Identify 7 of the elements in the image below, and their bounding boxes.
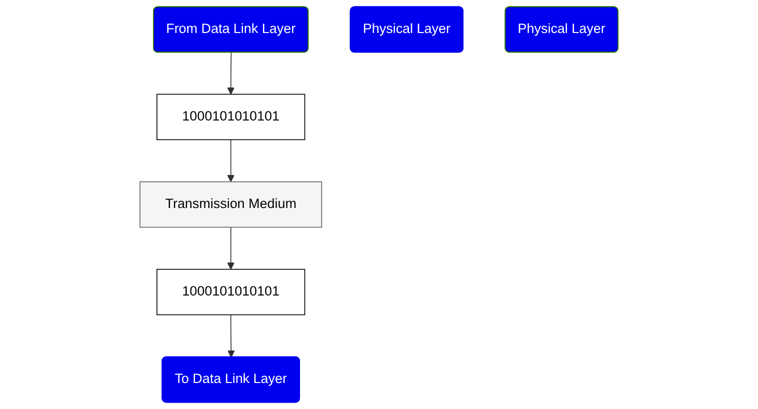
arrow <box>227 314 235 358</box>
arrow <box>227 139 235 182</box>
arrow <box>227 226 235 270</box>
arrow <box>227 52 235 95</box>
node-box: 1000101010101 <box>156 94 306 140</box>
node-box: Transmission Medium <box>140 181 322 228</box>
node-box: 1000101010101 <box>156 268 306 316</box>
